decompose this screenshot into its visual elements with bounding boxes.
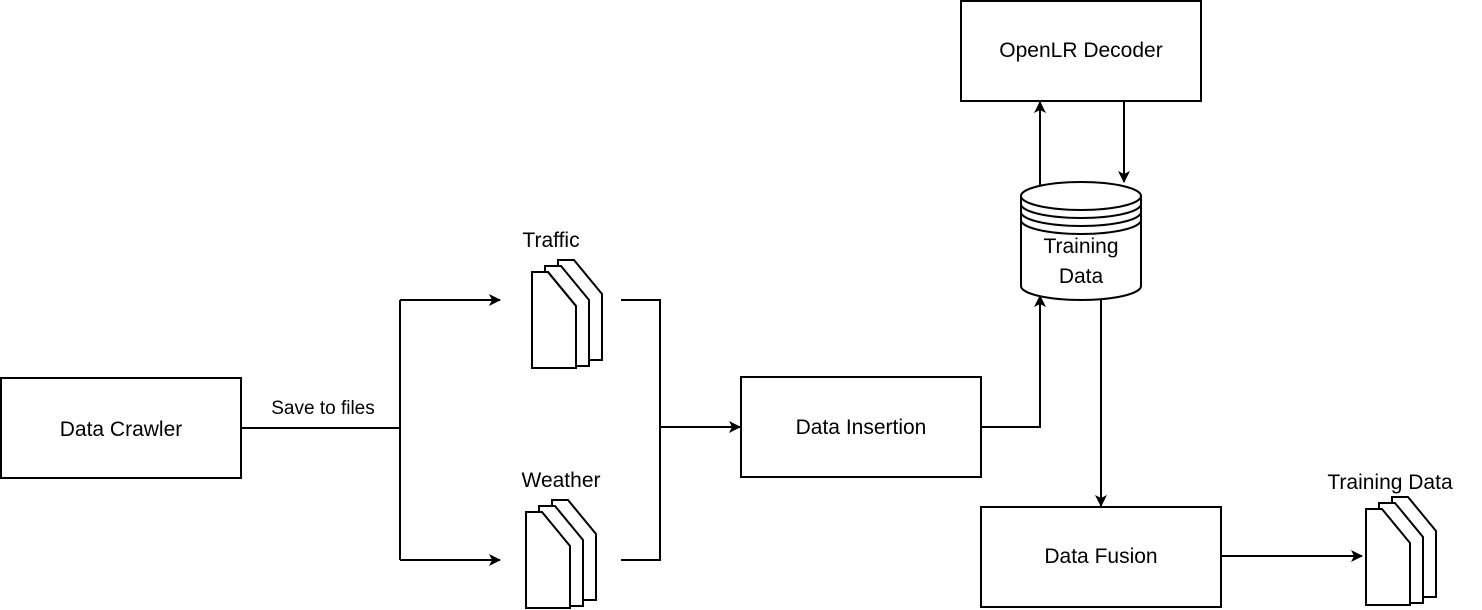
data-crawler-label: Data Crawler [60,418,183,441]
save-to-files-label: Save to files [271,398,375,419]
traffic-label: Traffic [522,229,579,252]
edge-files-merge [621,299,661,561]
training-data-multi-document-icon [1365,496,1437,606]
training-data-database: Training Data [1020,181,1142,301]
weather-label: Weather [522,469,601,492]
data-fusion-node: Data Fusion [980,506,1222,608]
training-data-db-label-line2: Data [1059,265,1104,288]
training-data-db-label-line1: Training [1043,235,1118,258]
data-insertion-node: Data Insertion [740,376,982,478]
data-crawler-node: Data Crawler [0,377,242,479]
data-fusion-label: Data Fusion [1044,545,1157,568]
training-data-files-label: Training Data [1327,471,1453,494]
weather-multi-document-icon [525,499,597,609]
traffic-multi-document-icon [531,259,603,369]
openlr-decoder-node: OpenLR Decoder [960,0,1202,102]
edge-insertion-to-db [981,295,1046,428]
database-cylinder-icon [1020,181,1142,301]
openlr-decoder-label: OpenLR Decoder [999,39,1162,62]
data-insertion-label: Data Insertion [796,416,927,439]
connectors [241,101,1363,566]
